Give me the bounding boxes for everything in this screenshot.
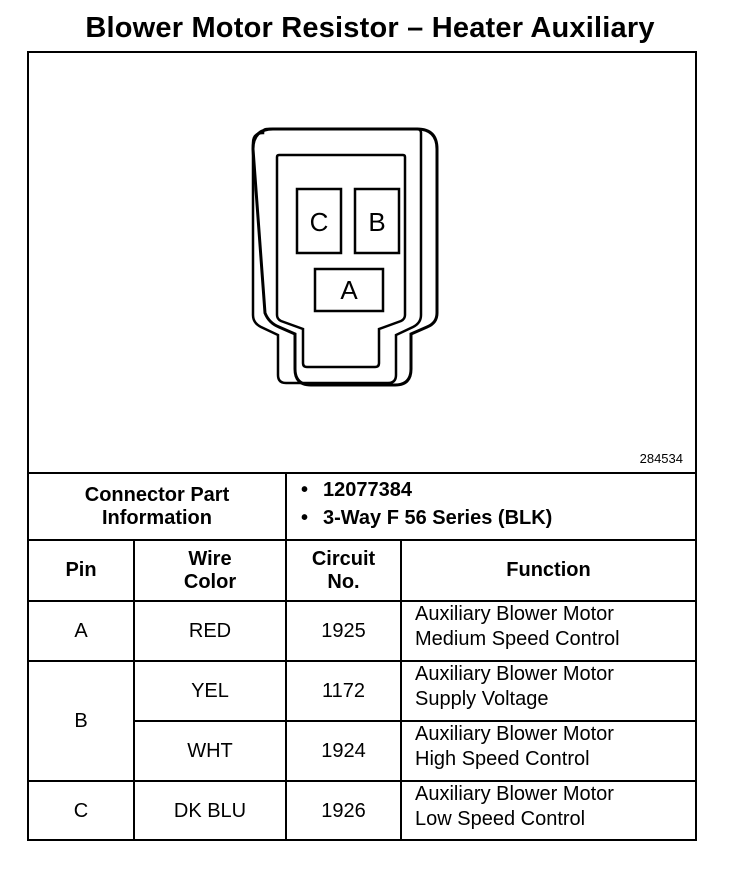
connector-housing-outer-edge	[251, 127, 439, 387]
row-b1-circuit: 1172	[321, 680, 365, 702]
row-a-circuit: 1925	[321, 620, 366, 642]
part-info-list: •12077384 •3-Way F 56 Series (BLK)	[301, 476, 552, 532]
connector-face-drawing: C B A	[251, 127, 439, 387]
row-c-wire: DK BLU	[173, 799, 247, 822]
connector-chart-frame: C B A 284534 Connector Part Information …	[27, 51, 697, 841]
connector-housing-inner	[275, 153, 407, 369]
pin-b-cavity	[353, 187, 401, 255]
connector-diagram: C B A 284534	[29, 53, 695, 474]
pin-b-label: B	[368, 207, 385, 237]
page-title: Blower Motor Resistor – Heater Auxiliary	[85, 12, 655, 44]
part-info-item: •3-Way F 56 Series (BLK)	[301, 507, 553, 529]
divider	[133, 720, 695, 722]
row-b2-circuit: 1924	[321, 740, 366, 762]
pin-c-label: C	[310, 207, 329, 237]
figure-id: 284534	[639, 451, 683, 466]
row-b2-wire: WHT	[187, 740, 233, 762]
divider	[29, 780, 695, 782]
divider	[133, 539, 135, 839]
header-function: Function	[506, 559, 591, 581]
pin-a-cavity	[313, 267, 385, 313]
row-a-wire: RED	[188, 620, 232, 642]
divider	[29, 600, 695, 602]
row-b-pin: B	[74, 710, 88, 732]
row-c-pin: C	[73, 799, 89, 822]
part-info-label: Connector Part Information	[84, 483, 230, 529]
divider	[285, 472, 287, 839]
divider	[29, 539, 695, 541]
row-b1-wire: YEL	[191, 680, 229, 702]
divider	[400, 539, 402, 839]
row-c-circuit: 1926	[321, 799, 366, 822]
divider	[29, 660, 695, 662]
header-pin: Pin	[65, 559, 97, 581]
pin-a-label: A	[340, 275, 358, 305]
pin-c-cavity	[295, 187, 343, 255]
divider	[29, 472, 695, 474]
part-info-item: •12077384	[301, 479, 412, 501]
row-a-pin: A	[74, 620, 88, 642]
